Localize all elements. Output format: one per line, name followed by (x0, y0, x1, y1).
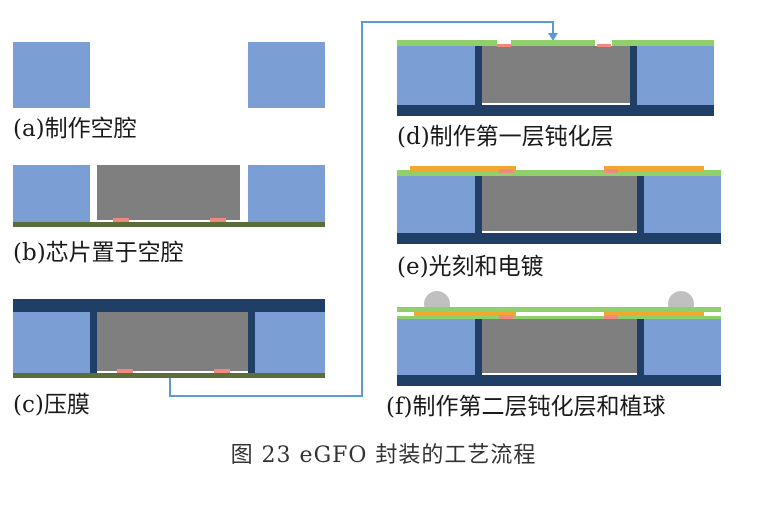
step-d-label: (d)制作第一层钝化层 (397, 124, 614, 150)
substrate-left (13, 312, 90, 373)
chip-pad (117, 369, 133, 373)
bottom-layer (397, 233, 721, 244)
step-f-second-passivation-balls-drawing (397, 291, 721, 386)
chip (482, 319, 637, 373)
connector-line (169, 21, 554, 397)
chip-pad (214, 369, 230, 373)
step-b-chip-in-cavity-drawing (13, 165, 325, 227)
substrate-left (397, 176, 475, 233)
step-e-label: (e)光刻和电镀 (397, 254, 544, 280)
step-c-lamination-drawing (13, 299, 325, 378)
lamination-top (13, 299, 325, 312)
step-f-label: (f)制作第二层钝化层和植球 (386, 394, 666, 420)
chip (97, 165, 240, 220)
figure-caption: 图 23 eGFO 封装的工艺流程 (230, 443, 537, 468)
substrate-left (397, 46, 475, 105)
chip (97, 312, 248, 371)
passivation-layer (397, 307, 721, 312)
lamination-gap-left (475, 46, 482, 105)
passivation-layer (397, 170, 721, 176)
step-e-lithography-plating-drawing (397, 166, 721, 244)
lamination-gap-right (248, 312, 255, 373)
passivation-layer (397, 40, 497, 46)
substrate-right (248, 165, 325, 222)
chip (482, 176, 637, 231)
chip-pad (210, 218, 226, 222)
substrate-left (13, 165, 90, 222)
passivation-layer (511, 40, 595, 46)
step-a-label: (a)制作空腔 (13, 116, 137, 142)
substrate-left (397, 319, 475, 375)
substrate-right (644, 319, 721, 375)
step-d-first-passivation-drawing (397, 40, 714, 116)
chip (482, 46, 630, 103)
passivation-layer (397, 316, 721, 319)
substrate-right (248, 42, 325, 108)
substrate-right (644, 176, 721, 233)
chip-pad (499, 315, 513, 319)
substrate-right (637, 46, 714, 105)
step-b-label: (b)芯片置于空腔 (13, 240, 184, 266)
substrate-right (255, 312, 325, 373)
plated-metal-trace (604, 166, 704, 171)
plated-metal-trace (410, 166, 516, 171)
passivation-layer (612, 40, 714, 46)
chip-pad (499, 169, 513, 173)
lamination-gap-left (475, 176, 482, 233)
lamination-gap-right (637, 319, 644, 375)
chip-pad (604, 315, 618, 319)
plated-metal-trace (604, 312, 704, 316)
substrate-left (13, 42, 90, 108)
lamination-gap-left (90, 312, 97, 373)
bonding-film (13, 222, 325, 227)
bonding-film (13, 373, 325, 378)
lamination-gap-right (637, 176, 644, 233)
plated-metal-trace (414, 312, 516, 316)
chip-pad (113, 218, 129, 222)
bottom-layer (397, 375, 721, 386)
step-a-cavity-drawing (13, 42, 325, 108)
arrow-head (548, 33, 558, 41)
lamination-gap-right (630, 46, 637, 105)
chip-pad (597, 44, 611, 47)
step-c-label: (c)压膜 (13, 392, 90, 418)
chip-pad (497, 44, 511, 47)
chip-pad (604, 169, 618, 173)
lamination-gap-left (475, 319, 482, 375)
flow-connector-arrow (169, 21, 558, 397)
bottom-layer (397, 105, 714, 116)
